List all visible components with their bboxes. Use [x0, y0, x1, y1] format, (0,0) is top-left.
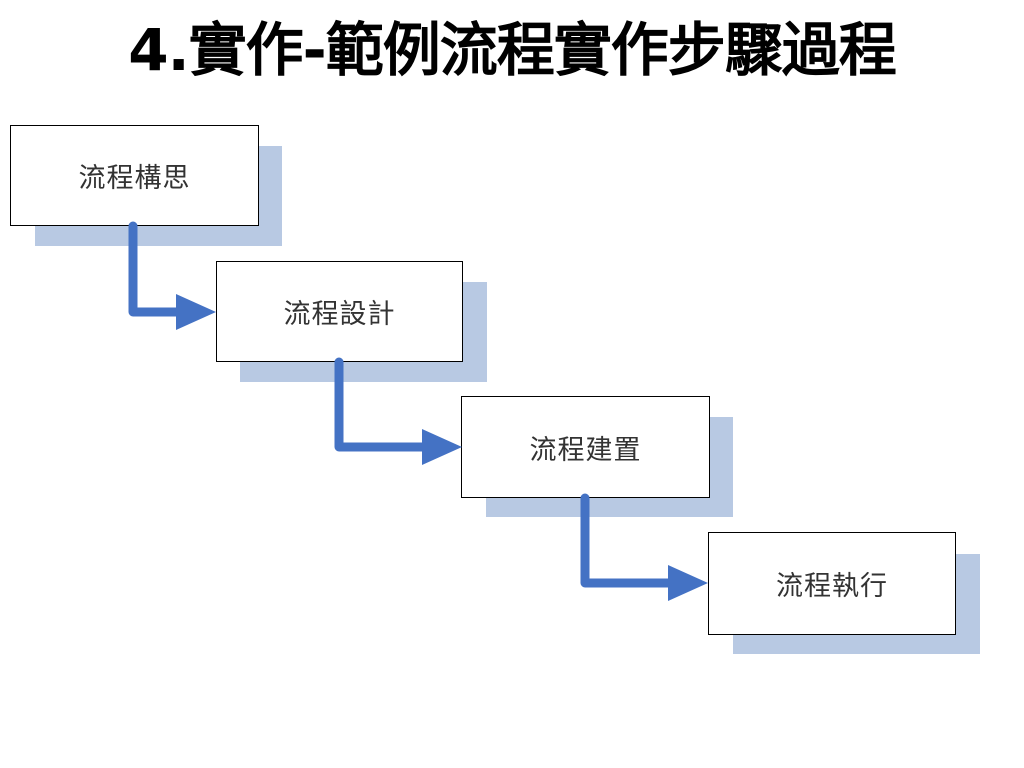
- step-3-label: 流程建置: [529, 434, 642, 466]
- step-4-label: 流程執行: [776, 571, 888, 602]
- arrowhead-3: [668, 565, 708, 601]
- step-4-box: 流程執行: [708, 532, 956, 635]
- step-3-box: 流程建置: [461, 396, 710, 498]
- step-1-box: 流程構思: [10, 125, 259, 226]
- slide-title: 4.實作-範例流程實作步驟過程: [128, 16, 896, 84]
- arrowhead-1: [176, 294, 216, 330]
- step-2-box: 流程設計: [216, 261, 463, 362]
- arrowhead-2: [422, 429, 462, 465]
- step-2-label: 流程設計: [283, 299, 396, 330]
- step-1-label: 流程構思: [78, 163, 191, 194]
